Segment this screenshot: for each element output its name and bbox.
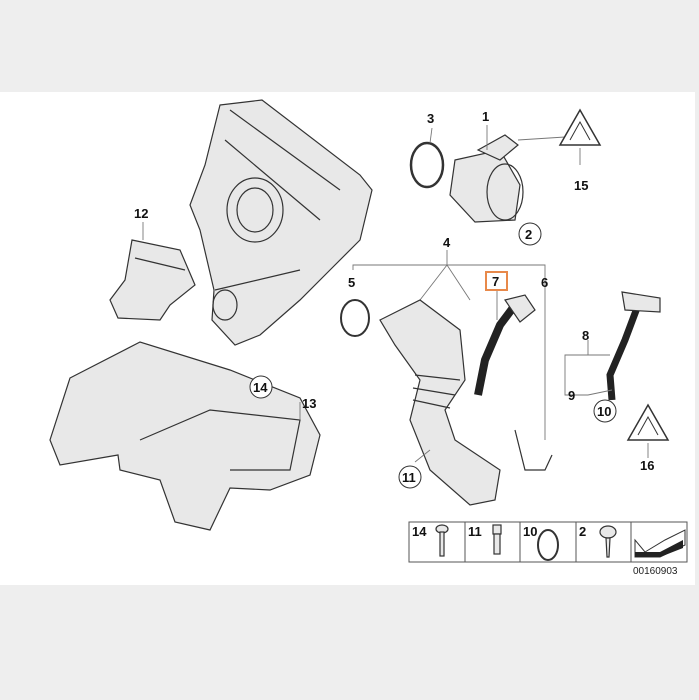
arrow-bracket-icon	[634, 529, 686, 558]
label-9: 9	[568, 388, 575, 403]
label-7[interactable]: 7	[492, 274, 499, 289]
bolt-icon	[435, 524, 449, 557]
legend-10: 10	[523, 524, 537, 539]
gasket[interactable]	[409, 141, 445, 189]
legend-2: 2	[579, 524, 586, 539]
hardware-legend: 14 11 10 2 00160903	[408, 521, 688, 577]
label-16: 16	[640, 458, 654, 473]
crankcase-vent-hose[interactable]	[606, 291, 661, 401]
air-filter-housing[interactable]	[189, 99, 373, 346]
label-5: 5	[348, 275, 355, 290]
label-15: 15	[574, 178, 588, 193]
intake-duct[interactable]	[109, 222, 196, 321]
o-ring-icon	[537, 529, 559, 561]
intake-hose[interactable]	[379, 299, 501, 506]
label-12: 12	[134, 206, 148, 221]
screw-icon	[599, 525, 617, 558]
vent-hose[interactable]	[474, 294, 536, 396]
label-11: 11	[402, 470, 416, 485]
label-4: 4	[443, 235, 451, 250]
label-6: 6	[541, 275, 548, 290]
label-10: 10	[597, 404, 611, 419]
air-mass-meter[interactable]	[449, 125, 566, 223]
label-13: 13	[302, 396, 316, 411]
engine-cover[interactable]	[49, 341, 321, 531]
highlight-box	[485, 271, 508, 291]
legend-11: 11	[468, 524, 482, 539]
label-1: 1	[482, 109, 489, 124]
warning-label-icon	[626, 403, 670, 458]
label-14: 14	[253, 380, 268, 395]
wire-clip[interactable]	[514, 429, 553, 471]
legend-14: 14	[412, 524, 427, 539]
label-3: 3	[427, 111, 434, 126]
hose-clamp[interactable]	[340, 299, 370, 337]
warning-label-icon	[558, 108, 602, 165]
label-8: 8	[582, 328, 589, 343]
label-2: 2	[525, 227, 532, 242]
hex-bolt-icon	[492, 524, 502, 555]
diagram-code: 00160903	[633, 566, 678, 577]
